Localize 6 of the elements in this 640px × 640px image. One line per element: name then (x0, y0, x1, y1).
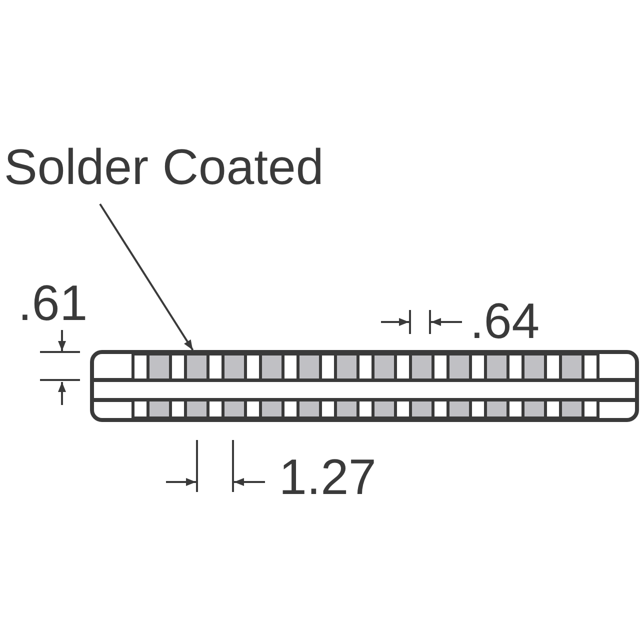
dimension-value: .61 (18, 278, 88, 328)
solder-pad (184, 352, 210, 382)
dimension-value: 1.27 (279, 452, 376, 502)
dimension-value: .64 (470, 296, 540, 346)
leader-line (99, 203, 194, 351)
part-label: Solder Coated (4, 142, 324, 192)
